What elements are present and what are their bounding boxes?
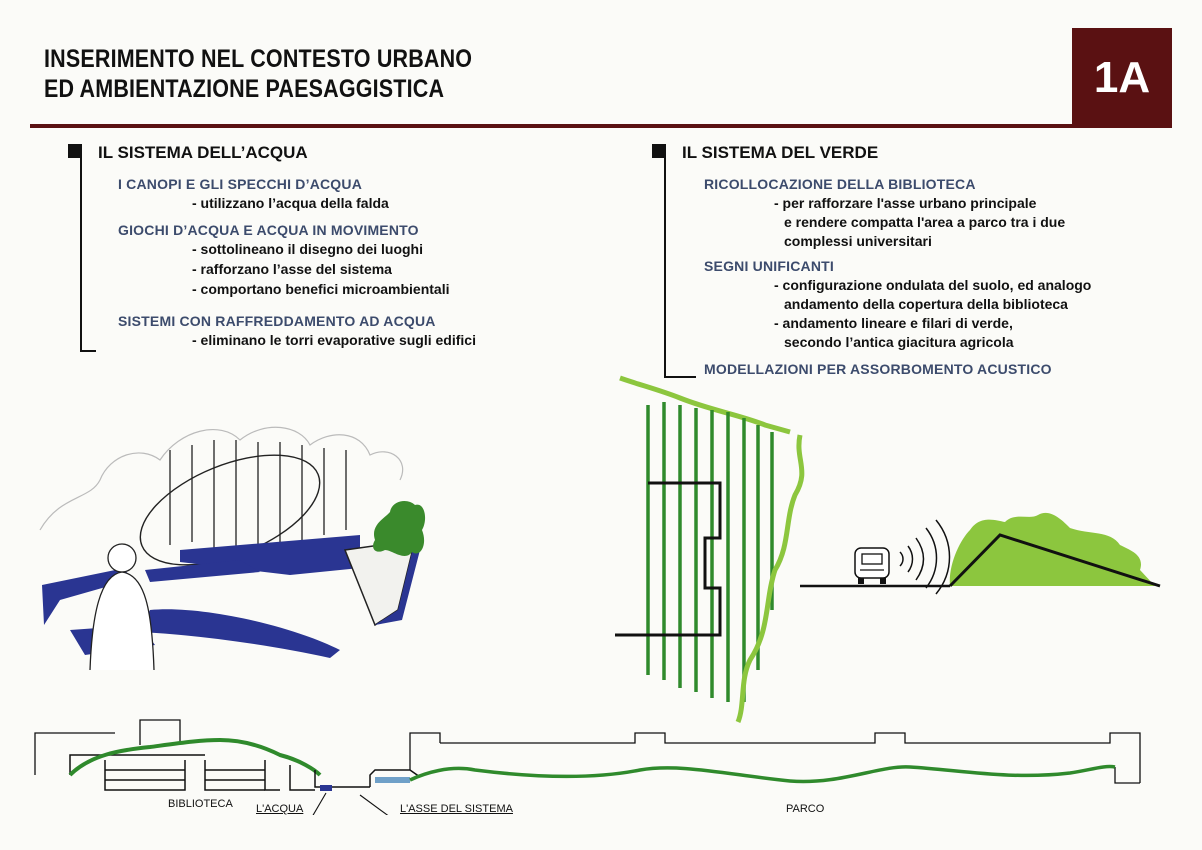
truck-icon [854,547,890,584]
label-asse-del-sistema: L'ASSE DEL SISTEMA [400,803,513,815]
park-ground-line [409,764,1116,784]
water-heading-3: SISTEMI CON RAFFREDDAMENTO AD ACQUA [118,313,436,329]
water-item-2-1: - sottolineano il disegno dei luoghi [192,241,423,257]
water-bracket-foot [80,350,96,352]
site-section [34,719,1141,815]
water-section-title: IL SISTEMA DELL’ACQUA [98,143,308,162]
label-acqua: L'ACQUA [256,803,304,815]
green-item-2-2: andamento della copertura della bibliote… [784,296,1068,312]
section-buildings [34,719,1141,784]
berm-profile [948,533,1161,588]
green-section-title: IL SISTEMA DEL VERDE [682,143,879,162]
tree-foliage [373,500,426,556]
canopy-lines [169,440,347,555]
water-heading-1: I CANOPI E GLI SPECCHI D’ACQUA [118,176,363,192]
acoustic-berm-diagram [800,512,1161,595]
green-item-1-1: - per rafforzare l'asse urbano principal… [774,195,1037,211]
water-item-2-3: - comportano benefici microambientali [192,281,450,297]
figure-head [107,543,137,573]
plan-edge-top [619,375,791,435]
header-divider [30,124,1072,128]
water-item-3-1: - eliminano le torri evaporative sugli e… [192,332,476,348]
water-item-1-1: - utilizzano l’acqua della falda [192,195,389,211]
green-item-1-3: complessi universitari [784,233,932,249]
pool-lower [140,609,340,658]
green-item-2-4: secondo l’antica giacitura agricola [784,334,1014,350]
sheet-badge: 1A [1072,28,1172,128]
label-parco: PARCO [786,803,825,815]
sketch-clouds [39,426,404,531]
green-bracket-marker [652,144,666,158]
library-green-roof [68,737,322,777]
library-floors [69,754,315,791]
water-bracket-line [80,150,82,352]
sound-waves-icon [899,519,951,595]
green-rows-plan [615,375,805,723]
title-line-2: ED AMBIENTAZIONE PAESAGGISTICA [44,75,445,103]
green-heading-1: RICOLLOCAZIONE DELLA BIBLIOTECA [704,176,976,192]
water-bracket-marker [68,144,82,158]
water-item-2-2: - rafforzano l’asse del sistema [192,261,392,277]
water-heading-2: GIOCHI D’ACQUA E ACQUA IN MOVIMENTO [118,222,419,238]
building-outline [615,481,722,637]
pool-center [145,560,260,582]
title-line-1: INSERIMENTO NEL CONTESTO URBANO [44,45,473,73]
green-item-2-3: - andamento lineare e filari di verde, [774,315,1013,331]
water-plaza-sketch [39,426,426,670]
label-leaders [312,792,389,815]
green-bracket-foot [664,376,696,378]
water-channel [314,769,421,791]
green-heading-3: MODELLAZIONI PER ASSORBOMENTO ACUSTICO [704,361,1052,377]
plan-edge-right [735,434,805,723]
page-title: INSERIMENTO NEL CONTESTO URBANO ED AMBIE… [44,44,472,104]
green-item-2-1: - configurazione ondulata del suolo, ed … [774,277,1092,293]
green-bracket-line [664,150,666,378]
label-biblioteca: BIBLIOTECA [168,798,233,810]
green-item-1-2: e rendere compatta l'area a parco tra i … [784,214,1066,230]
green-heading-2: SEGNI UNIFICANTI [704,258,834,274]
figure-body [89,571,155,670]
